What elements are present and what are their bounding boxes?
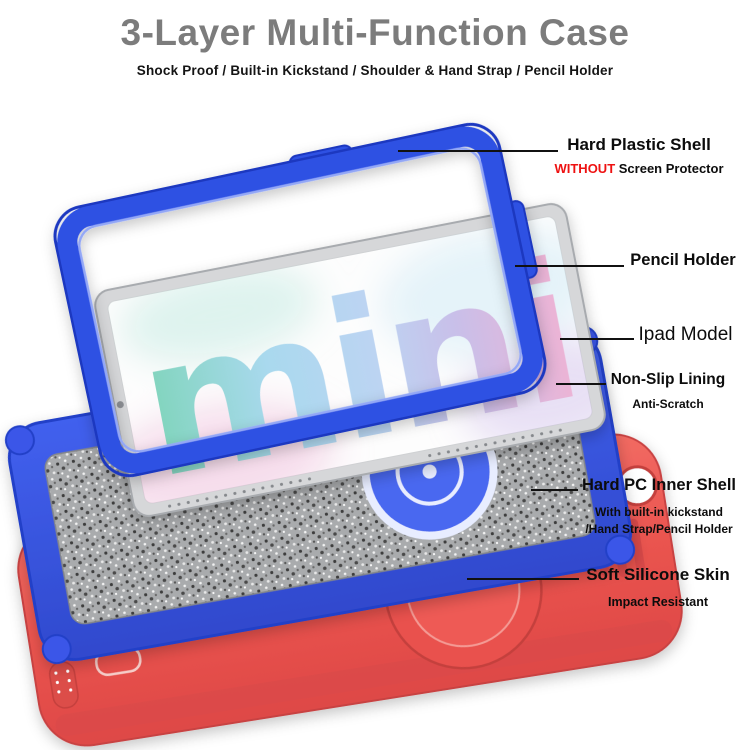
- leader-lines: [398, 150, 634, 580]
- speaker-holes: [168, 427, 569, 508]
- annotation-title: Soft Silicone Skin: [586, 565, 730, 584]
- frame-outer-edge: [53, 122, 547, 478]
- annotation-title: Ipad Model: [638, 324, 733, 345]
- header: 3-Layer Multi-Function Case Shock Proof …: [0, 12, 750, 78]
- annotation-hard-plastic-shell: Hard Plastic Shell WITHOUT Screen Protec…: [548, 135, 730, 176]
- annotation-pencil-holder: Pencil Holder: [618, 251, 748, 270]
- frame-body: [57, 126, 543, 474]
- annotation-title: Hard Plastic Shell: [567, 135, 711, 154]
- frame-inner-highlight: [78, 147, 522, 453]
- annotation-note-line2: /Hand Strap/Pencil Holder: [585, 522, 733, 537]
- hard-plastic-shell-layer: [53, 122, 547, 478]
- page-title: 3-Layer Multi-Function Case: [120, 12, 630, 53]
- annotation-title: Non-Slip Lining: [610, 371, 726, 388]
- annotation-non-slip-lining: Non-Slip Lining Anti-Scratch: [600, 371, 736, 411]
- annotation-note-highlight: WITHOUT: [554, 161, 616, 176]
- page-subtitle: Shock Proof / Built-in Kickstand / Shoul…: [136, 63, 614, 78]
- annotation-hard-pc-inner-shell: Hard PC Inner Shell With built-in kickst…: [573, 476, 745, 539]
- annotation-title: Hard PC Inner Shell: [581, 476, 737, 494]
- silicone-skin-bottom-edge: [55, 619, 673, 736]
- annotation-note-line1: With built-in kickstand: [595, 505, 723, 519]
- annotation-note: WITHOUT Screen Protector: [548, 161, 730, 176]
- annotation-note-rest: Screen Protector: [615, 161, 724, 176]
- front-camera-icon: [116, 401, 124, 409]
- annotation-ipad-model: Ipad Model: [628, 324, 743, 346]
- annotation-soft-silicone-skin: Soft Silicone Skin Impact Resistant: [575, 565, 741, 609]
- annotation-note: With built-in kickstand /Hand Strap/Penc…: [573, 504, 745, 539]
- annotation-note: Anti-Scratch: [632, 397, 704, 411]
- annotation-note: Impact Resistant: [607, 595, 709, 609]
- annotation-title: Pencil Holder: [630, 251, 736, 269]
